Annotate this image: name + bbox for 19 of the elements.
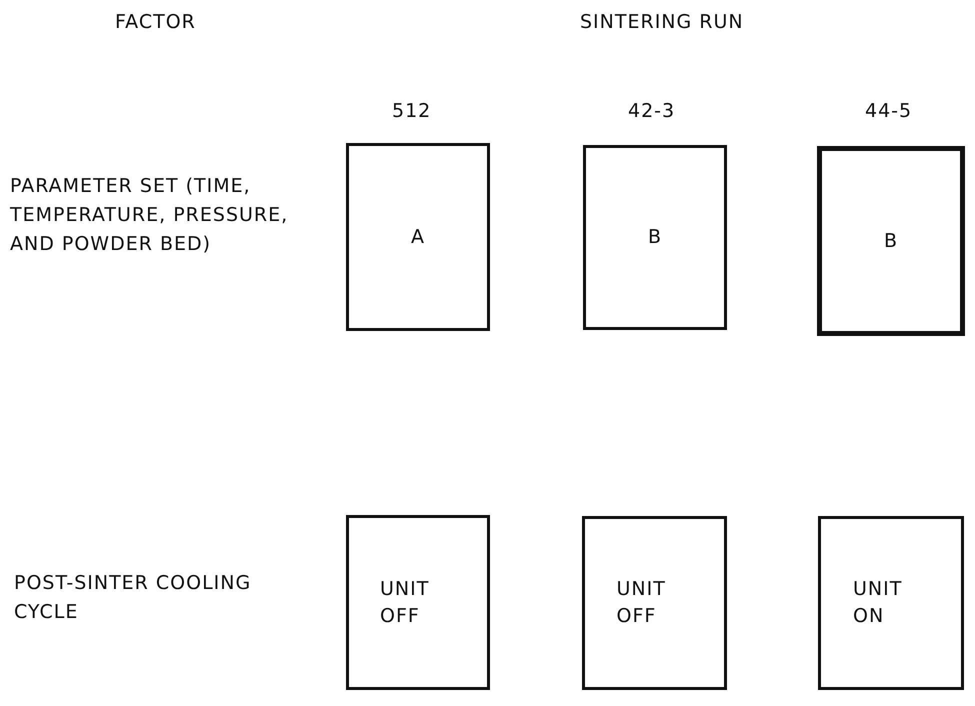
box-text: B [882,228,900,254]
run-box [346,515,490,690]
column-heading: FACTOR [115,10,196,35]
box-text: UNIT OFF [616,577,667,629]
box-text: UNIT OFF [380,576,430,628]
run-box [346,143,490,331]
box-text: B [646,225,664,250]
run-number: 512 [392,99,432,124]
run-number: 42-3 [628,99,676,124]
box-text: A [410,224,426,250]
run-number: 44-5 [865,99,912,124]
run-box [582,516,727,690]
run-box [818,516,964,690]
row-label: PARAMETER SET (TIME, TEMPERATURE, PRESSURE, AND POWDER BED) [10,174,290,257]
run-box [817,146,965,336]
run-box [583,145,727,330]
row-label: POST-SINTER COOLING CYCLE [14,571,252,625]
column-heading: SINTERING RUN [580,10,744,35]
box-text: UNIT ON [853,577,904,629]
